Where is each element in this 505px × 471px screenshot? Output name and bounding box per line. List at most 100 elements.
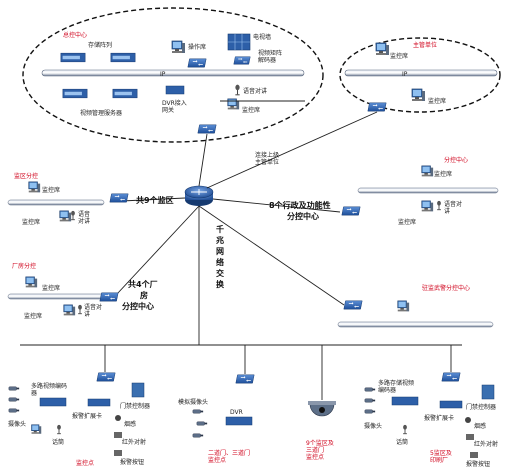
left-mid-monitor-a: 监控席 [42, 284, 60, 292]
camera-icon [364, 409, 376, 414]
right-top-monitor-a: 监控席 [434, 170, 452, 178]
switch-icon [109, 193, 129, 203]
switch-icon [341, 206, 361, 216]
bl-alarm-btn-label: 报警按钮 [120, 458, 144, 466]
monitor-station-icon [25, 276, 38, 288]
switch-icon [343, 300, 363, 310]
monitor-station-icon [411, 88, 426, 102]
switch-icon [235, 374, 255, 384]
bm-analog-camera-label: 模拟摄像头 [178, 398, 208, 406]
camera-icon [364, 398, 376, 403]
smoke-sensor-icon [465, 417, 471, 423]
storage-array-icon [60, 52, 86, 63]
bm-caption: 二道门、三道门监控点 [208, 449, 250, 464]
right-top-backbone [357, 187, 499, 194]
dvr-gateway-icon [165, 85, 185, 95]
supervisor-ip-label: IP [402, 71, 408, 78]
storage-array-icon [110, 52, 136, 63]
monitor-station-icon [421, 200, 434, 212]
br-smoke-label: 烟感 [474, 422, 486, 430]
monitor-station-icon [227, 98, 240, 110]
right-top-link-label: 8个行政及功能性分控中心 [269, 200, 331, 221]
core-label: 千兆网络交换 [216, 224, 225, 289]
left-top-link-label: 共9个监区 [136, 195, 174, 205]
left-mid-link-label: 共4个厂房分控中心 [122, 279, 158, 311]
speaker-icon [31, 424, 42, 435]
left-top-monitor-a: 监控席 [42, 186, 60, 194]
supervisor-boundary [339, 37, 501, 113]
video-mgmt-server-label: 视频管理服务器 [80, 109, 122, 117]
supervisor-monitor-a: 监控席 [390, 52, 408, 60]
uplink-label: 连接上级主管单位 [255, 151, 279, 166]
bl-talk-label: 话筒 [52, 438, 64, 446]
monitor-station-icon [375, 42, 390, 56]
ir-sensor-icon [114, 432, 122, 438]
camera-icon [196, 421, 208, 426]
bm-dvr-label: DVR [230, 409, 243, 416]
bl-door-label: 门禁控制器 [120, 402, 150, 410]
bl-smoke-label: 烟感 [124, 420, 136, 428]
monitor-station-icon [59, 210, 72, 222]
left-top-title: 监区分控 [14, 172, 38, 180]
alarm-button-icon [114, 450, 122, 456]
microphone-icon [235, 84, 240, 96]
dvr-gateway-label: DVR接入网关 [162, 99, 187, 114]
alarm-button-icon [470, 452, 478, 458]
ir-sensor-icon [466, 434, 474, 440]
right-mid-backbone [337, 321, 494, 328]
encoder-icon [39, 397, 67, 407]
voice-intercom-label: 语音对讲 [243, 87, 267, 95]
left-mid-monitor-b: 监控席 [24, 312, 42, 320]
left-mid-voice: 语音对讲 [84, 303, 102, 318]
br-camera-label: 摄像头 [364, 422, 382, 430]
dvr-icon [225, 416, 253, 426]
switch-icon [367, 102, 387, 112]
left-top-backbone [7, 199, 105, 206]
monitor-station-icon [63, 304, 76, 316]
br-alarm-btn-label: 报警按钮 [466, 460, 490, 468]
decoder-icon [233, 56, 251, 65]
storage-array-label: 存储阵列 [88, 41, 112, 49]
camera-icon [364, 387, 376, 392]
dome-camera-icon [308, 401, 336, 417]
bl-camera-label: 摄像头 [8, 420, 26, 428]
alarm-card-icon [87, 398, 111, 407]
operator-station-label: 操作席 [188, 43, 206, 51]
switch-icon [197, 124, 217, 134]
door-controller-icon [131, 382, 145, 398]
operator-station-icon [171, 40, 186, 54]
right-top-voice: 语音对讲 [444, 200, 462, 215]
door-controller-icon [481, 384, 495, 400]
br-talk-label: 话筒 [396, 438, 408, 446]
links [20, 100, 462, 400]
switch-icon [441, 372, 461, 382]
microphone-icon [437, 200, 441, 211]
tv-wall-label: 电视墙 [253, 33, 271, 41]
left-top-monitor-b: 监控席 [22, 218, 40, 226]
bl-encoder-label: 多路视频编码器 [31, 382, 67, 397]
dome-caption: 9个监区及三道门监控点 [306, 439, 334, 461]
smoke-sensor-icon [115, 415, 121, 421]
video-server-icon [62, 88, 88, 99]
monitor-station-icon [397, 300, 410, 312]
microphone-icon [403, 424, 407, 435]
bl-alarm-card-label: 报警扩展卡 [72, 412, 102, 420]
encoder-icon [391, 396, 419, 406]
video-decoder-label: 视频矩阵解码器 [258, 49, 282, 64]
br-caption: 5监区及印刷厂 [430, 449, 452, 464]
supervisor-title: 主管单位 [413, 41, 437, 49]
switch-icon [99, 292, 119, 302]
right-mid-title: 驻监武警分控中心 [422, 284, 470, 292]
microphone-icon [71, 210, 75, 221]
camera-icon [8, 408, 20, 413]
camera-icon [8, 386, 20, 391]
supervisor-backbone [344, 69, 498, 77]
bl-caption: 监控点 [76, 459, 94, 467]
alarm-card-icon [439, 400, 463, 409]
hq-backbone [41, 69, 305, 77]
hq-title: 总控中心 [63, 31, 87, 39]
right-top-monitor-b: 监控席 [398, 218, 416, 226]
switch-icon [96, 372, 116, 382]
monitor-station-icon [28, 181, 41, 193]
microphone-icon [78, 304, 82, 315]
